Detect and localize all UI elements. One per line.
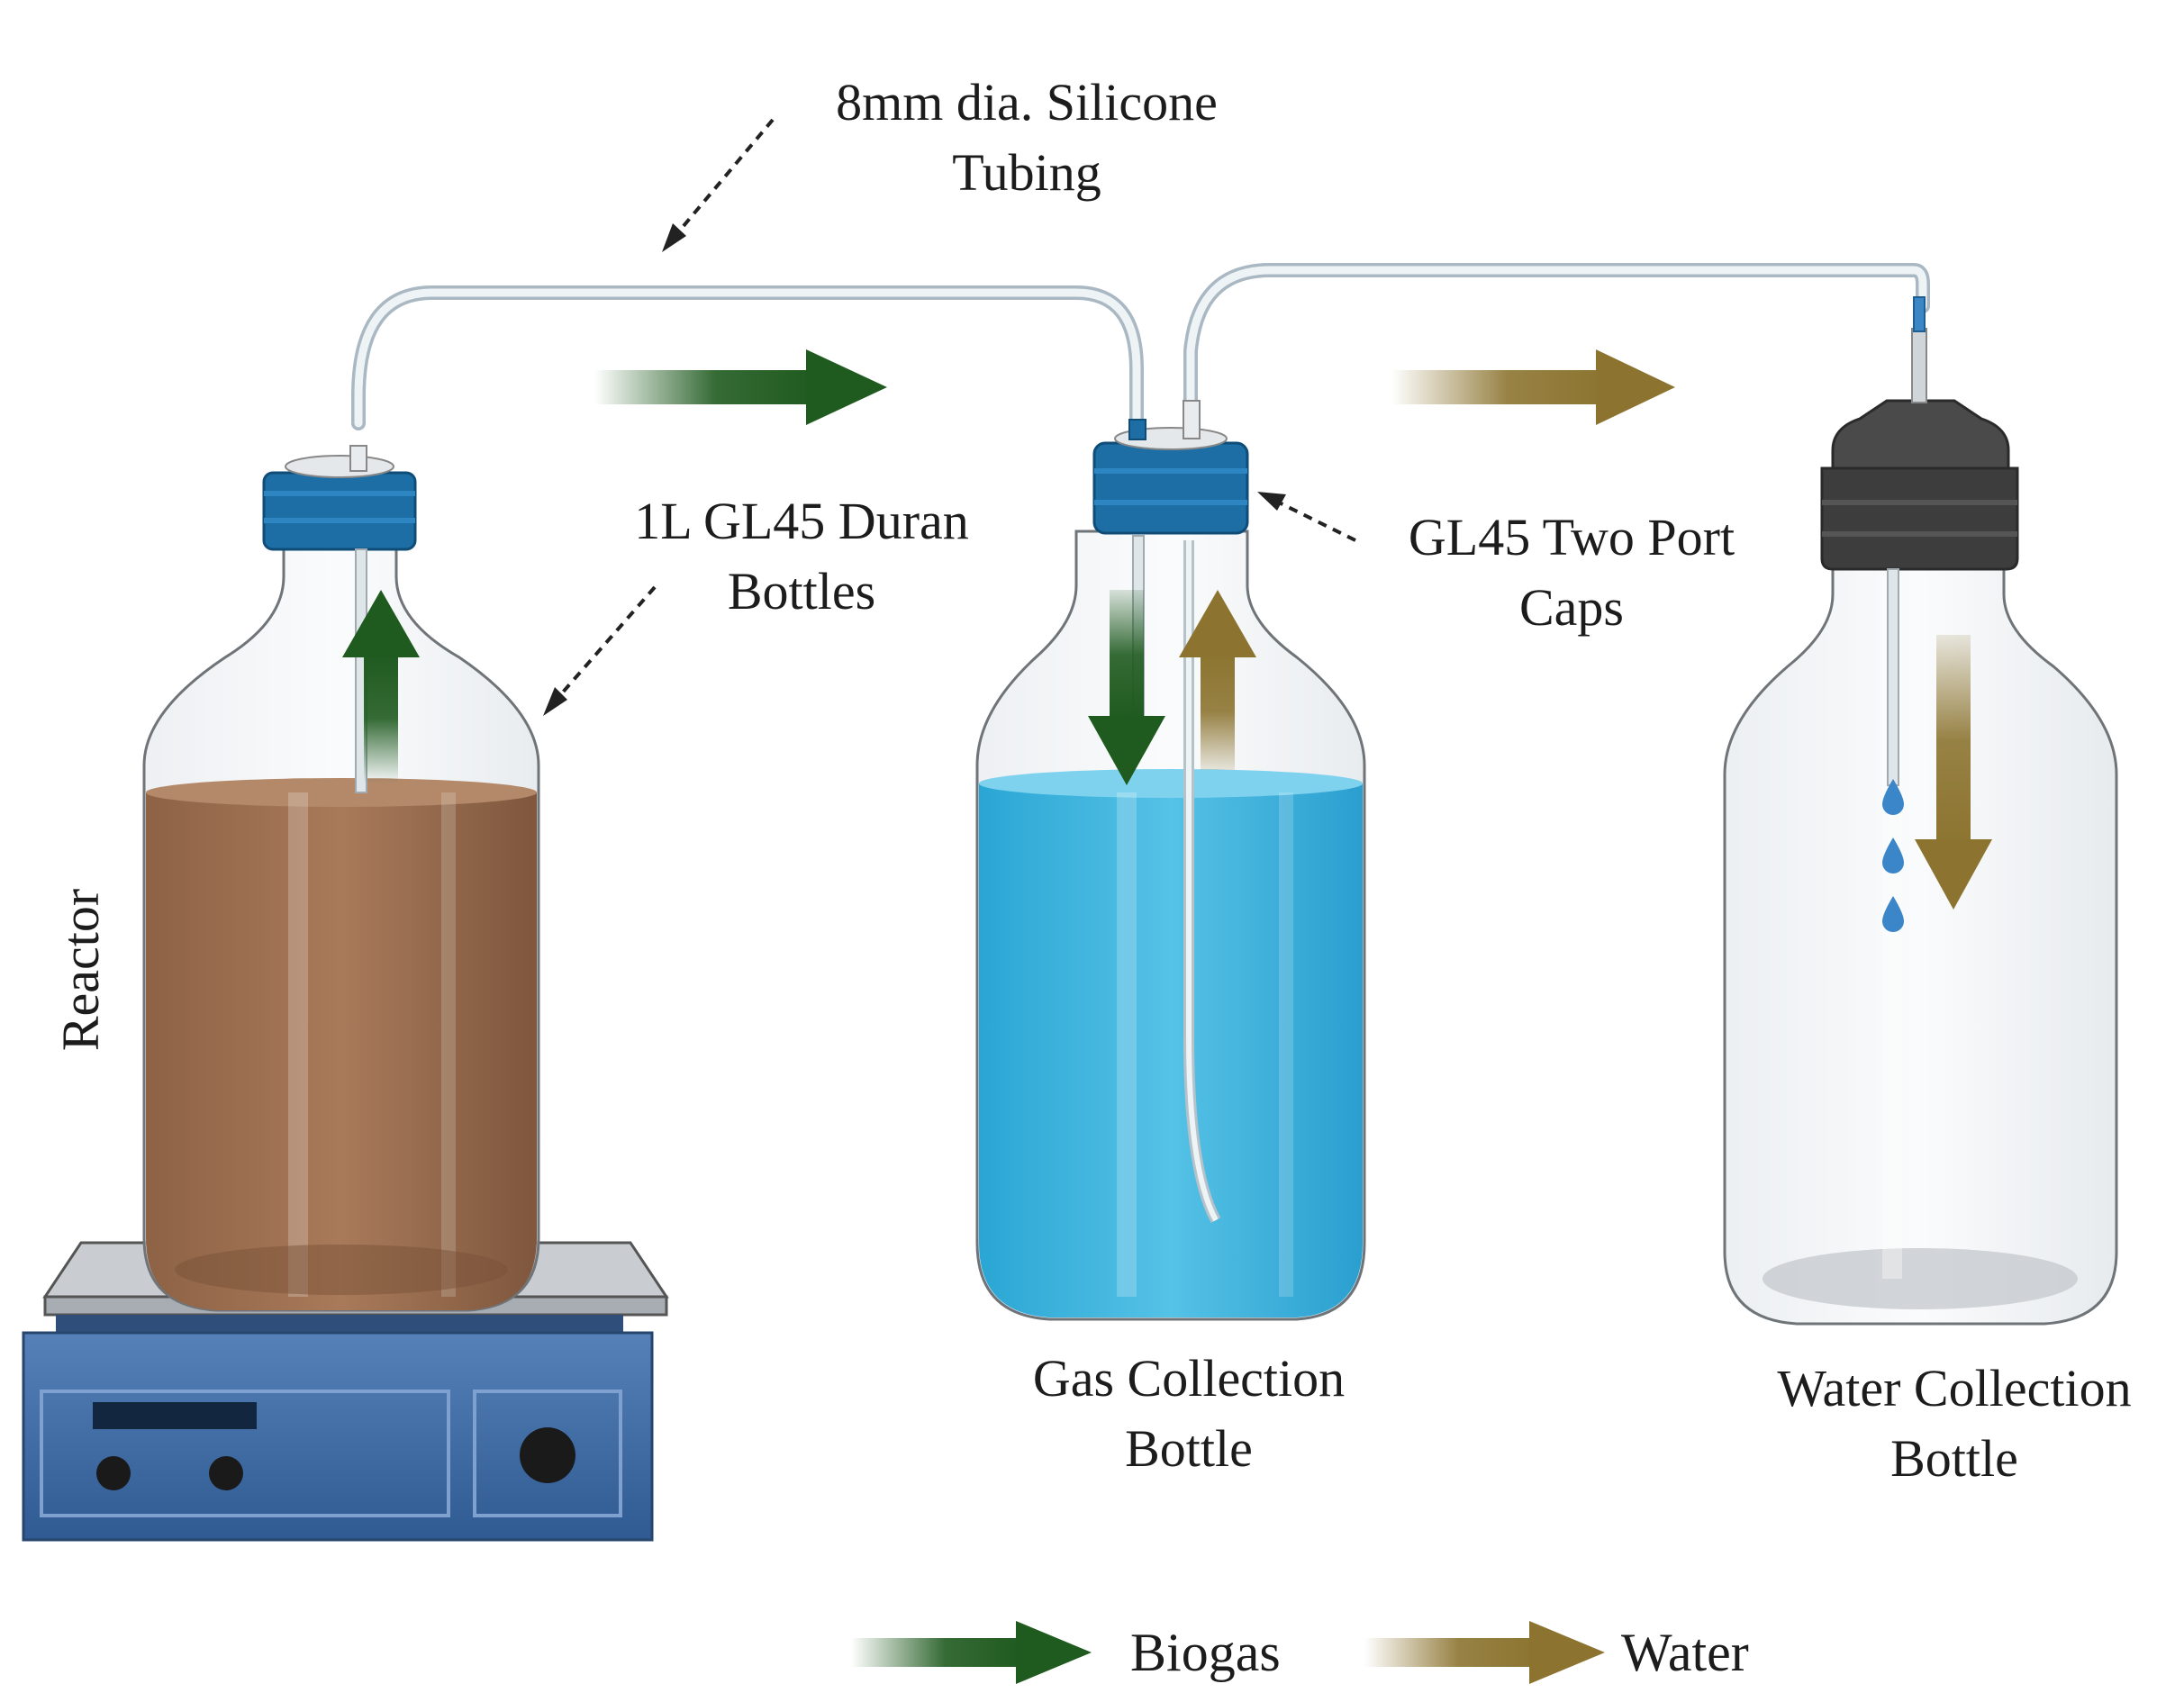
caps-pointer-head xyxy=(1257,492,1286,511)
knob-icon xyxy=(209,1456,243,1490)
tubing-pointer-head xyxy=(662,223,686,252)
gas-collection-label: Gas Collection Bottle xyxy=(1032,1349,1346,1478)
silicone-tubing xyxy=(351,263,1930,430)
water-arrow-up xyxy=(1179,590,1256,770)
water-arrow-down xyxy=(1915,635,1992,910)
knob-icon xyxy=(96,1456,131,1490)
two-port-caps-label: GL45 Two Port Caps xyxy=(1408,508,1735,637)
duran-pointer-head xyxy=(543,687,567,716)
water-arrow-horizontal xyxy=(1391,349,1675,425)
two-port-cap xyxy=(1092,441,1249,535)
water-drops-icon xyxy=(1882,779,1904,932)
cap-dark xyxy=(1831,399,2010,470)
duran-bottles-label: 1L GL45 Duran Bottles xyxy=(634,492,969,620)
display-panel xyxy=(93,1402,257,1429)
legend-water-label: Water xyxy=(1621,1623,1749,1682)
reactor-bottle xyxy=(142,445,540,1312)
legend-water-arrow xyxy=(1364,1621,1605,1684)
gas-collection-bottle xyxy=(975,400,1366,1321)
legend-biogas-arrow xyxy=(851,1621,1092,1684)
biogas-arrow-up xyxy=(342,590,420,783)
water-collection-bottle xyxy=(1723,296,2118,1326)
reactor-label: Reactor xyxy=(51,888,110,1052)
cap-blue xyxy=(262,471,417,551)
biogas-arrow-down xyxy=(1088,590,1165,785)
tubing-label: 8mm dia. Silicone Tubing xyxy=(836,73,1218,202)
water-collection-label: Water Collection Bottle xyxy=(1777,1359,2132,1488)
knob-icon xyxy=(520,1427,575,1483)
biogas-arrow-horizontal xyxy=(594,349,887,425)
legend-biogas-label: Biogas xyxy=(1130,1623,1281,1682)
callout-pointers xyxy=(558,118,1356,697)
